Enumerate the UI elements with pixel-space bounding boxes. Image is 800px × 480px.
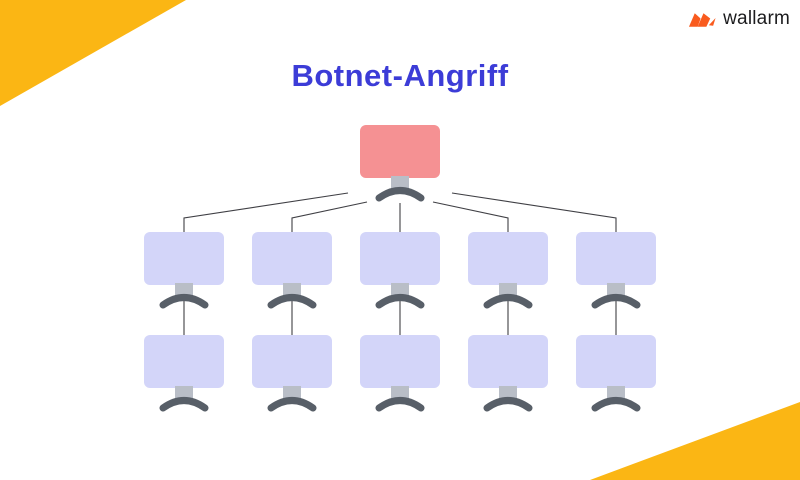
monitor-base xyxy=(159,294,209,309)
wallarm-logo: wallarm xyxy=(688,8,790,30)
bot-monitor-6 xyxy=(144,335,224,415)
bot-monitor-9 xyxy=(468,335,548,415)
monitor-base xyxy=(375,187,425,202)
bot-monitor-screen xyxy=(576,335,656,388)
monitor-base xyxy=(375,294,425,309)
monitor-base xyxy=(375,397,425,412)
monitor-neck xyxy=(499,386,517,399)
monitor-neck xyxy=(283,386,301,399)
monitor-neck xyxy=(499,283,517,296)
bot-monitor-screen xyxy=(144,232,224,285)
bot-monitor-1 xyxy=(144,232,224,312)
bot-monitor-screen xyxy=(144,335,224,388)
bot-monitor-8 xyxy=(360,335,440,415)
bot-monitor-screen xyxy=(468,335,548,388)
monitor-base xyxy=(267,397,317,412)
monitor-base xyxy=(483,397,533,412)
monitor-base xyxy=(483,294,533,309)
monitor-base xyxy=(267,294,317,309)
monitor-neck xyxy=(607,386,625,399)
bot-monitor-screen xyxy=(576,232,656,285)
bot-monitor-2 xyxy=(252,232,332,312)
monitor-neck xyxy=(283,283,301,296)
monitor-neck xyxy=(391,176,409,189)
page-title: Botnet-Angriff xyxy=(291,58,509,93)
monitor-neck xyxy=(391,386,409,399)
wallarm-logo-icon xyxy=(689,12,716,27)
bot-monitor-10 xyxy=(576,335,656,415)
monitor-base xyxy=(591,294,641,309)
wallarm-logo-text: wallarm xyxy=(723,8,790,29)
monitor-base xyxy=(591,397,641,412)
monitor-neck xyxy=(607,283,625,296)
bot-monitor-screen xyxy=(252,335,332,388)
bot-monitor-screen xyxy=(468,232,548,285)
monitor-neck xyxy=(175,386,193,399)
attacker-monitor xyxy=(360,125,440,205)
bot-monitor-3 xyxy=(360,232,440,312)
attacker-monitor-screen xyxy=(360,125,440,178)
bot-monitor-screen xyxy=(360,335,440,388)
bot-monitor-7 xyxy=(252,335,332,415)
bot-monitor-screen xyxy=(360,232,440,285)
bot-monitor-4 xyxy=(468,232,548,312)
bot-monitor-screen xyxy=(252,232,332,285)
bot-monitor-5 xyxy=(576,232,656,312)
monitor-neck xyxy=(391,283,409,296)
monitor-base xyxy=(159,397,209,412)
monitor-neck xyxy=(175,283,193,296)
